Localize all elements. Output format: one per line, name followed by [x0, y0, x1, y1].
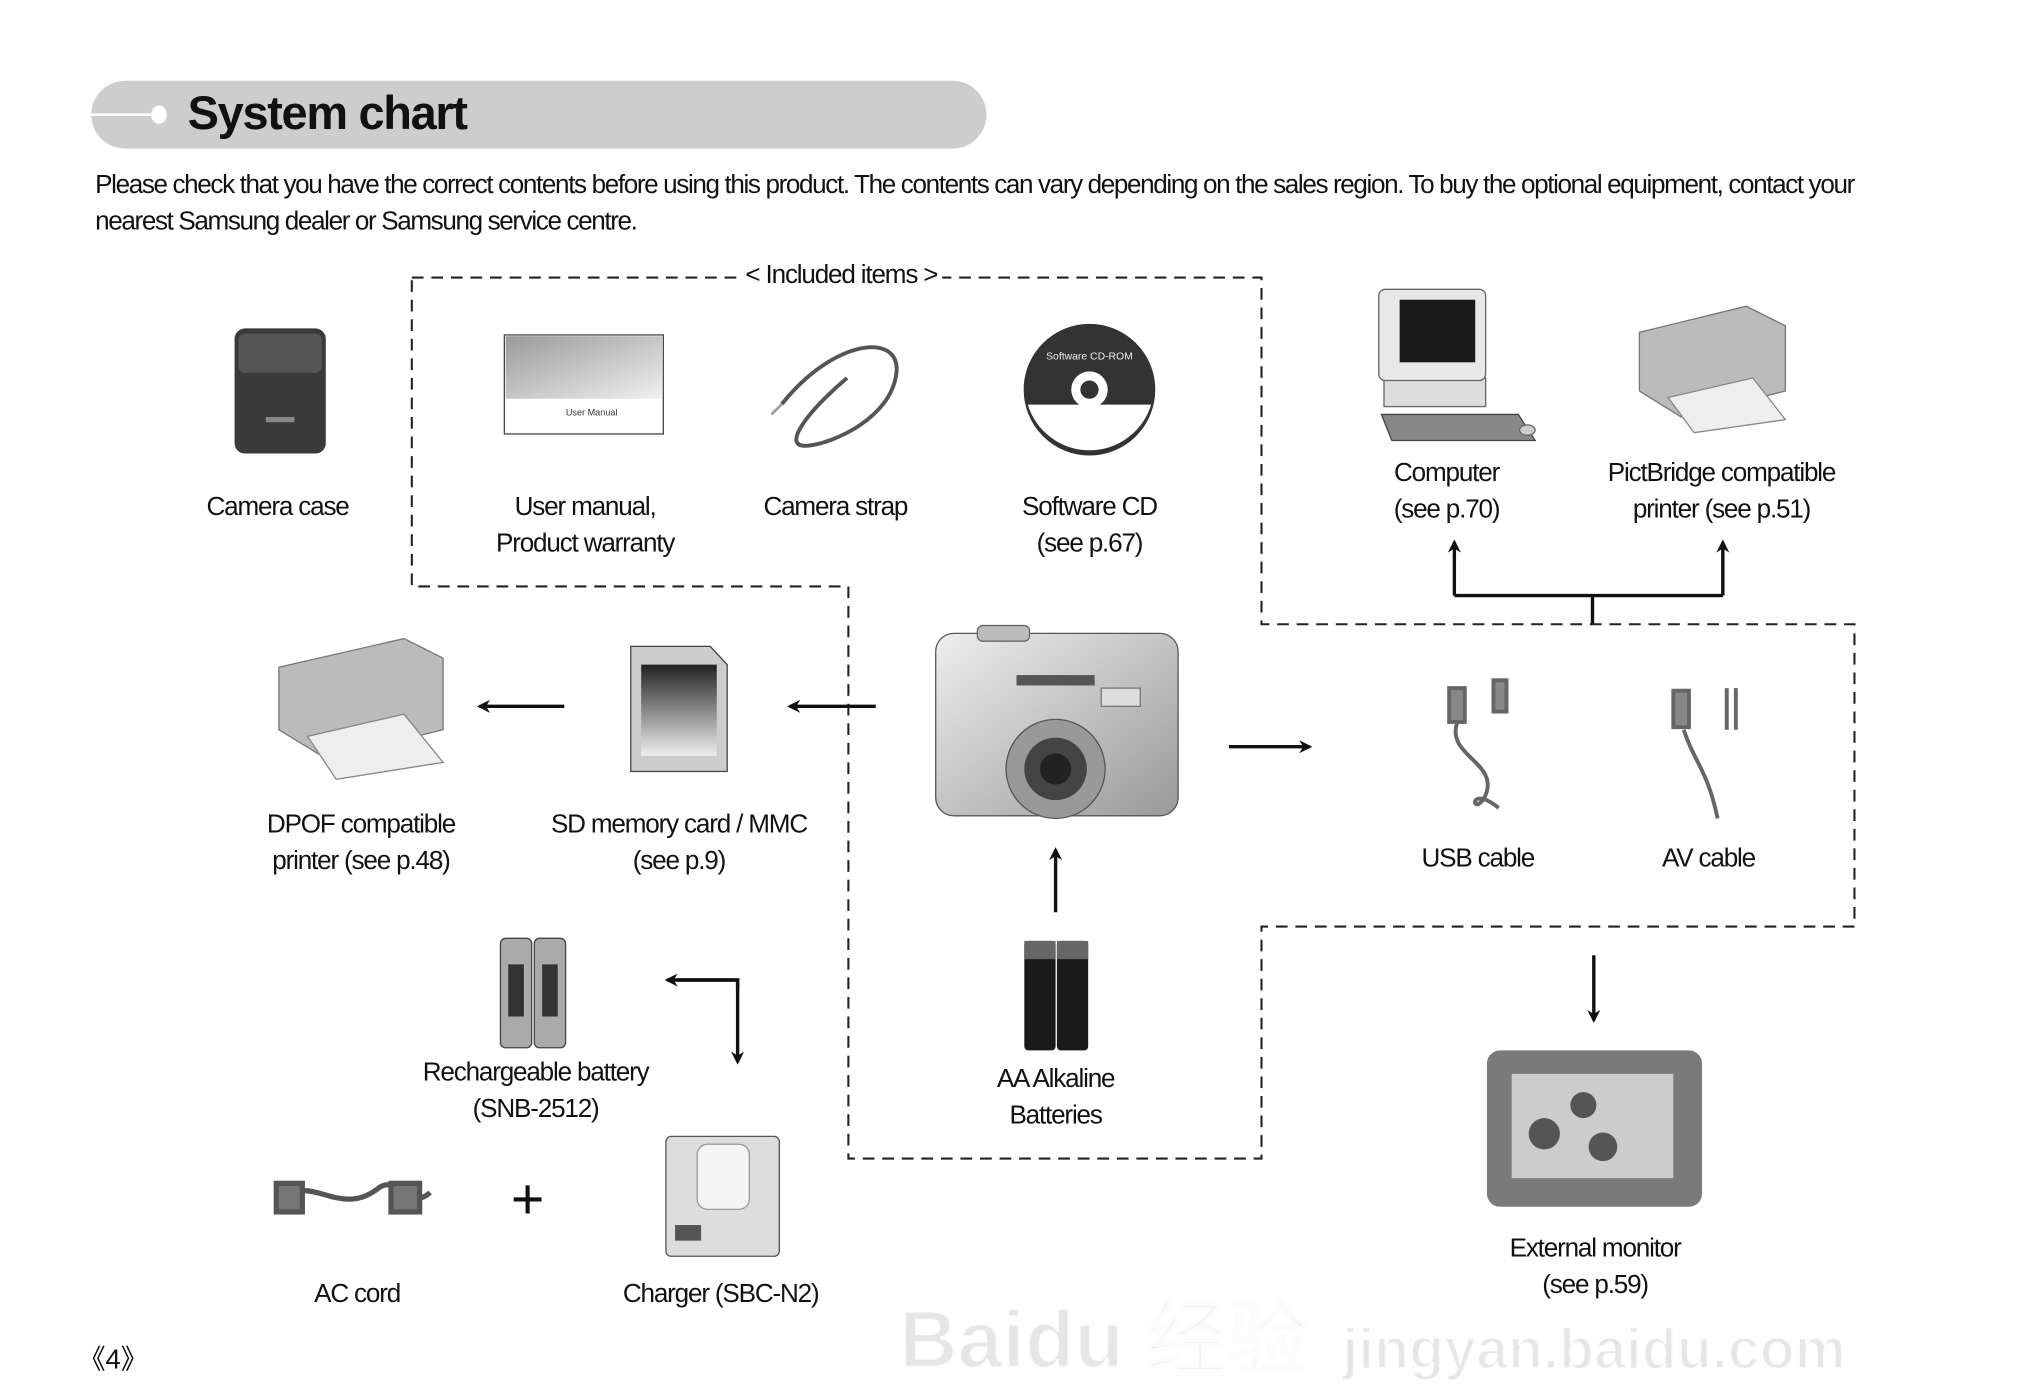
digital-camera-image	[935, 624, 1179, 820]
camera-strap-label: Camera strap	[763, 492, 908, 522]
included-items-boundary	[410, 276, 1856, 1160]
included-items-label: < Included items >	[740, 260, 943, 291]
pictbridge-printer-image	[1638, 305, 1787, 434]
tree-connector	[1454, 593, 1723, 625]
camera-case-label: Camera case	[206, 492, 350, 522]
page-title: System chart	[187, 86, 468, 140]
user-manual-image: User Manual	[503, 334, 664, 435]
usb-cable-label: USB cable	[1421, 844, 1536, 874]
cd-disc-text: Software CD-ROM	[1046, 352, 1133, 363]
user-manual-label: User manual,Product warranty	[496, 492, 675, 558]
title-banner: System chart	[91, 80, 987, 149]
charger-label: Charger (SBC-N2)	[622, 1279, 820, 1309]
arrow-battery-to-charger	[677, 978, 745, 1065]
aa-batteries-image	[1024, 940, 1089, 1051]
software-cd-label: Software CD(see p.67)	[1022, 492, 1158, 558]
external-monitor-image	[1486, 1050, 1702, 1207]
av-cable-image	[1671, 688, 1738, 819]
ac-cord-label: AC cord	[314, 1279, 401, 1309]
software-cd-image: Software CD-ROM	[1023, 323, 1156, 456]
rechargeable-battery-image	[499, 937, 567, 1049]
watermark-url: jingyan.baidu.com	[1341, 1317, 1847, 1382]
sd-card-image	[630, 645, 728, 773]
banner-bullet-icon	[151, 105, 167, 124]
av-cable-label: AV cable	[1661, 844, 1756, 874]
camera-strap-image	[770, 345, 899, 448]
sd-card-label: SD memory card / MMC(see p.9)	[550, 810, 808, 876]
ac-cord-image	[273, 1180, 432, 1215]
plus-sign: +	[510, 1167, 545, 1232]
user-manual-cover-text: User Manual	[566, 408, 618, 418]
intro-text-line-2: nearest Samsung dealer or Samsung servic…	[95, 207, 638, 236]
charger-image	[665, 1135, 780, 1257]
rechargeable-battery-label: Rechargeable battery(SNB-2512)	[422, 1058, 650, 1124]
dpof-printer-image	[278, 637, 445, 781]
camera-case-image	[234, 328, 326, 454]
page-number: 《4》	[78, 1344, 149, 1375]
usb-cable-image	[1447, 678, 1509, 810]
external-monitor-label: External monitor(see p.59)	[1509, 1234, 1682, 1300]
computer-label: Computer(see p.70)	[1393, 458, 1501, 524]
banner-line	[91, 113, 157, 116]
watermark-logo: Baidu 经验	[898, 1295, 1309, 1386]
intro-text-line-1: Please check that you have the correct c…	[95, 170, 1855, 200]
computer-image	[1378, 288, 1537, 442]
